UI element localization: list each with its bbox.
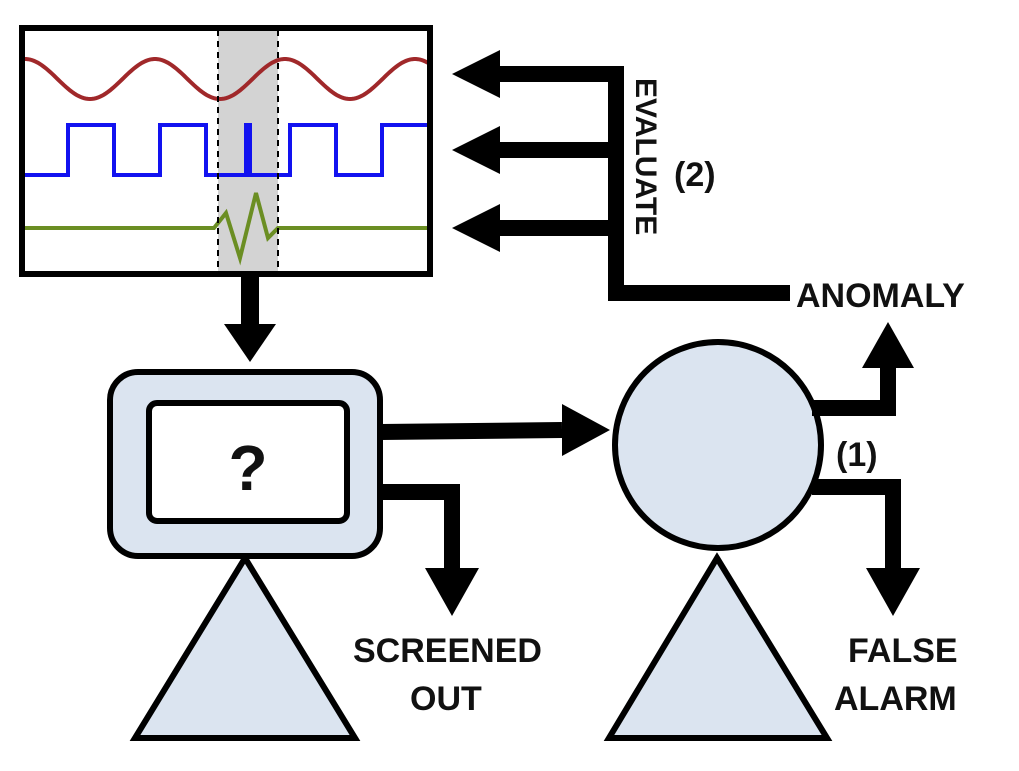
analyst-agent-body <box>603 552 833 741</box>
screened-out-label-line2: OUT <box>410 680 482 718</box>
false-alarm-arrow <box>812 479 920 616</box>
monitor-to-analyst-arrow <box>379 404 610 456</box>
panel-to-monitor-arrow <box>224 274 276 362</box>
evaluate-label: EVALUATE <box>629 78 662 235</box>
evaluate-feedback-arrows <box>452 50 790 301</box>
screening-agent: ? <box>107 369 383 741</box>
question-mark: ? <box>228 432 267 504</box>
anomaly-output-arrow <box>812 322 914 416</box>
evaluate-arrowhead-top <box>452 50 500 98</box>
signal-panel <box>19 25 433 277</box>
sine-signal <box>24 57 428 102</box>
signal-panel-border <box>19 25 433 277</box>
step-1-label: (1) <box>836 436 878 474</box>
evaluate-arrowhead-middle <box>452 126 500 174</box>
step-2-label: (2) <box>674 156 716 194</box>
false-alarm-label-line2: ALARM <box>834 680 957 718</box>
analyst-head <box>612 339 824 551</box>
screened-out-label-line1: SCREENED <box>353 632 542 670</box>
screened-out-arrow <box>380 484 479 616</box>
analyst-agent <box>603 339 833 741</box>
evaluate-arrowhead-bottom <box>452 204 500 252</box>
square-signal <box>24 123 428 177</box>
screening-agent-body <box>129 552 361 741</box>
screening-monitor-screen <box>146 400 350 524</box>
green-signal <box>24 192 428 266</box>
anomaly-label: ANOMALY <box>796 277 965 315</box>
false-alarm-label-line1: FALSE <box>848 632 958 670</box>
